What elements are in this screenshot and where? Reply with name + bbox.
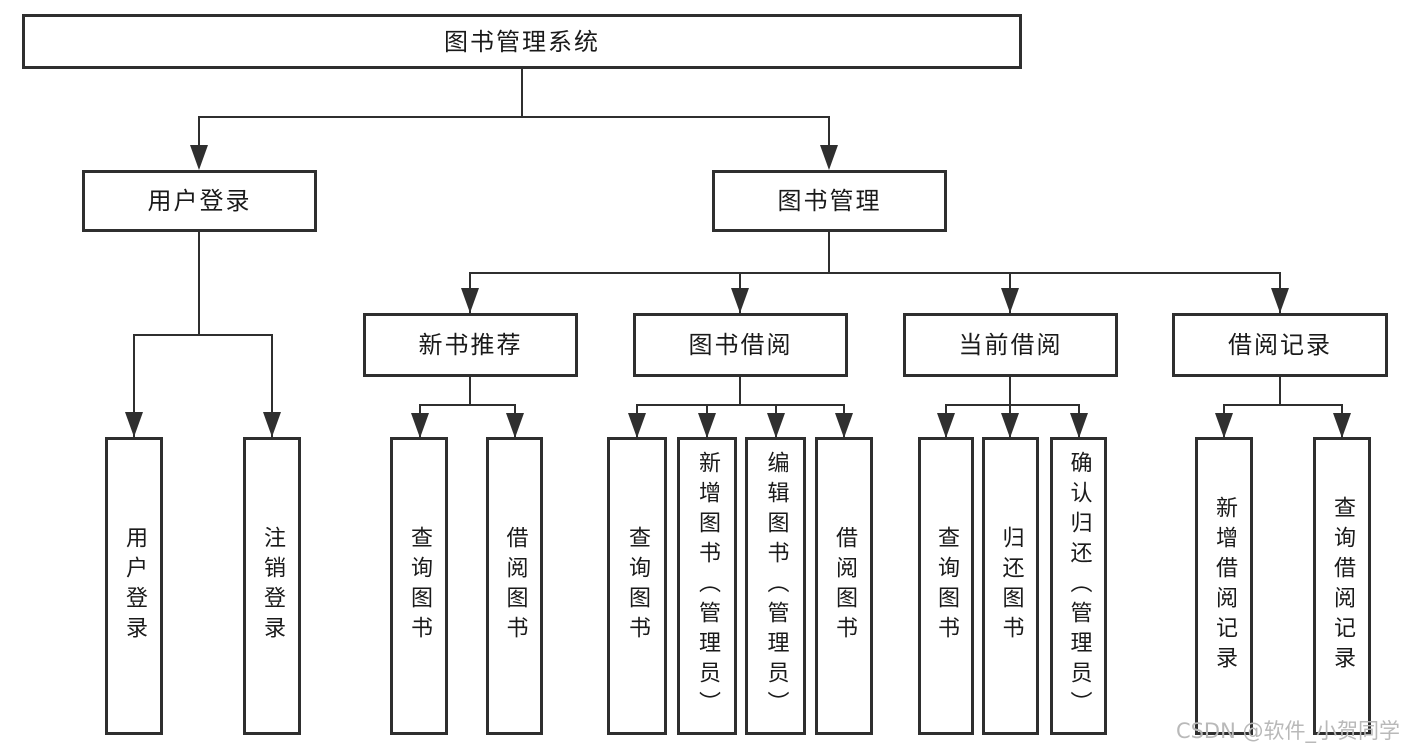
connector-l3-branch <box>469 272 1281 274</box>
connector-user-login-drop-2 <box>271 334 273 437</box>
node-new-book-recommend: 新书推荐 <box>363 313 578 377</box>
arrowhead-icon <box>628 413 646 438</box>
connector-records-branch <box>1223 404 1343 406</box>
node-user-login: 用户登录 <box>82 170 317 232</box>
connector-book-borrow-trunk <box>739 377 741 406</box>
leaf-add-borrow-record: 新增借阅记录 <box>1195 437 1253 735</box>
connector-root-trunk <box>521 69 523 118</box>
arrowhead-icon <box>1001 413 1019 438</box>
connector-l2-branch <box>198 116 830 118</box>
connector-l2-drop-right <box>828 116 830 166</box>
leaf-add-books-admin-label: 新增图书（管理员） <box>695 451 720 721</box>
arrowhead-icon <box>698 413 716 438</box>
node-book-management-label: 图书管理 <box>777 187 882 215</box>
node-new-book-recommend-label: 新书推荐 <box>418 331 523 359</box>
leaf-add-borrow-record-label: 新增借阅记录 <box>1212 496 1237 676</box>
node-borrow-records-label: 借阅记录 <box>1228 331 1332 359</box>
connector-current-borrow-branch <box>945 404 1080 406</box>
connector-book-mgmt-trunk <box>828 232 830 274</box>
leaf-return-books-label: 归还图书 <box>998 526 1024 646</box>
leaf-query-borrow-record: 查询借阅记录 <box>1313 437 1371 735</box>
connector-user-login-trunk <box>198 232 200 336</box>
leaf-query-borrow-record-label: 查询借阅记录 <box>1330 496 1355 676</box>
node-borrow-records: 借阅记录 <box>1172 313 1388 377</box>
connector-book-borrow-branch <box>636 404 845 406</box>
arrowhead-icon <box>820 145 838 170</box>
connector-user-login-drop-1 <box>133 334 135 437</box>
arrowhead-icon <box>1215 413 1233 438</box>
leaf-borrow-query-books: 查询图书 <box>607 437 667 735</box>
connector-current-borrow-trunk <box>1009 377 1011 406</box>
node-current-borrow-label: 当前借阅 <box>958 331 1063 359</box>
node-root: 图书管理系统 <box>22 14 1022 69</box>
leaf-add-books-admin: 新增图书（管理员） <box>677 437 737 735</box>
leaf-edit-books-admin: 编辑图书（管理员） <box>745 437 806 735</box>
leaf-logout: 注销登录 <box>243 437 301 735</box>
arrowhead-icon <box>1333 413 1351 438</box>
arrowhead-icon <box>835 413 853 438</box>
connector-user-login-branch <box>133 334 273 336</box>
connector-records-trunk <box>1279 377 1281 406</box>
leaf-return-books: 归还图书 <box>982 437 1039 735</box>
arrowhead-icon <box>125 412 143 437</box>
leaf-edit-books-admin-label: 编辑图书（管理员） <box>763 451 789 721</box>
leaf-recommend-borrow-books: 借阅图书 <box>486 437 543 735</box>
node-book-borrow-label: 图书借阅 <box>688 331 793 359</box>
node-root-label: 图书管理系统 <box>444 27 600 56</box>
connector-new-book-branch <box>419 404 516 406</box>
arrowhead-icon <box>937 413 955 438</box>
node-user-login-label: 用户登录 <box>147 187 252 215</box>
leaf-user-login-label: 用户登录 <box>122 526 147 646</box>
connector-l2-drop-left <box>198 116 200 166</box>
leaf-current-query-books-label: 查询图书 <box>934 526 959 646</box>
leaf-logout-label: 注销登录 <box>260 526 285 646</box>
arrowhead-icon <box>411 413 429 438</box>
leaf-borrow-query-books-label: 查询图书 <box>625 526 650 646</box>
node-current-borrow: 当前借阅 <box>903 313 1118 377</box>
leaf-confirm-return-admin-label: 确认归还（管理员） <box>1066 451 1092 721</box>
leaf-current-query-books: 查询图书 <box>918 437 974 735</box>
arrowhead-icon <box>263 412 281 437</box>
arrowhead-icon <box>731 288 749 313</box>
arrowhead-icon <box>461 288 479 313</box>
arrowhead-icon <box>1070 413 1088 438</box>
arrowhead-icon <box>767 413 785 438</box>
leaf-confirm-return-admin: 确认归还（管理员） <box>1050 437 1107 735</box>
arrowhead-icon <box>1001 288 1019 313</box>
node-book-borrow: 图书借阅 <box>633 313 848 377</box>
leaf-borrow-books-label: 借阅图书 <box>832 526 857 646</box>
leaf-borrow-books: 借阅图书 <box>815 437 873 735</box>
leaf-recommend-query-books: 查询图书 <box>390 437 448 735</box>
leaf-recommend-query-books-label: 查询图书 <box>407 526 432 646</box>
connector-new-book-trunk <box>469 377 471 406</box>
arrowhead-icon <box>1271 288 1289 313</box>
leaf-user-login: 用户登录 <box>105 437 163 735</box>
arrowhead-icon <box>190 145 208 170</box>
node-book-management: 图书管理 <box>712 170 947 232</box>
arrowhead-icon <box>506 413 524 438</box>
leaf-recommend-borrow-books-label: 借阅图书 <box>502 526 528 646</box>
